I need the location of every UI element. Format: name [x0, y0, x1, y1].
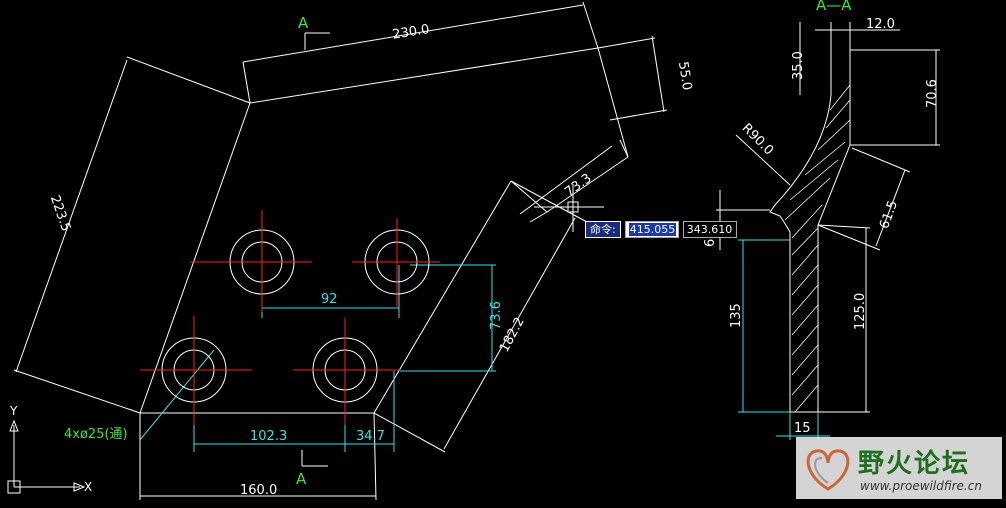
dim-12: 12.0: [866, 17, 895, 32]
section-title: A—A: [816, 0, 852, 14]
logo-icon: [806, 449, 850, 491]
ucs-axis-icon: Y X: [0, 395, 110, 495]
dim-70-6: 70.6: [925, 79, 940, 108]
plate-outline: [139, 47, 629, 414]
section-markers: [301, 32, 330, 467]
dim-35: 35.0: [791, 51, 806, 80]
hole-bottom-left: [140, 316, 252, 425]
dim-61-5: 61.5: [877, 199, 901, 231]
dim-34-7: 34.7: [356, 429, 385, 444]
section-marker-bottom: A: [296, 470, 307, 488]
coord-x-value: 415.055: [628, 223, 677, 236]
dim-223-5: 223.5: [47, 193, 73, 233]
section-cyan-dimensions: [738, 239, 830, 440]
watermark: 野火论坛 www.proewildfire.cn: [796, 437, 1002, 499]
dim-73-6: 73.6: [489, 301, 504, 330]
dim-92: 92: [321, 292, 338, 307]
hole-top-left: [190, 210, 312, 312]
dim-15: 15: [794, 421, 811, 436]
command-label: 命令:: [585, 221, 621, 238]
white-dimensions: [13, 1, 668, 501]
dim-102-3: 102.3: [250, 429, 287, 444]
coord-x-input[interactable]: 415.055: [624, 221, 679, 238]
crosshair-cursor: [534, 184, 604, 232]
section-marker-top: A: [298, 14, 309, 32]
watermark-name: 野火论坛: [858, 449, 971, 479]
dim-135: 135: [729, 303, 744, 328]
watermark-url: www.proewildfire.cn: [860, 479, 982, 493]
section-view: [716, 22, 940, 440]
section-dimensions: [716, 22, 940, 413]
hole-note: 4xø25(通): [64, 427, 128, 442]
cyan-dimensions: [139, 264, 496, 452]
dim-230: 230.0: [391, 22, 430, 43]
dim-125: 125.0: [853, 293, 868, 330]
ucs-y-label: Y: [9, 404, 18, 418]
ucs-x-label: X: [84, 480, 92, 494]
section-hatching: [784, 84, 851, 413]
dim-73-3: 73.3: [562, 171, 594, 200]
holes: [140, 210, 440, 425]
dim-55: 55.0: [675, 60, 694, 91]
hole-bottom-right: [293, 318, 400, 425]
dim-6: 6: [703, 239, 718, 247]
dim-r90: R90.0: [739, 121, 776, 158]
coord-y-input[interactable]: 343.610: [682, 221, 737, 238]
hole-top-right: [352, 218, 440, 308]
dynamic-input[interactable]: 命令: 415.055 343.610: [585, 221, 737, 238]
dim-160: 160.0: [240, 483, 277, 498]
